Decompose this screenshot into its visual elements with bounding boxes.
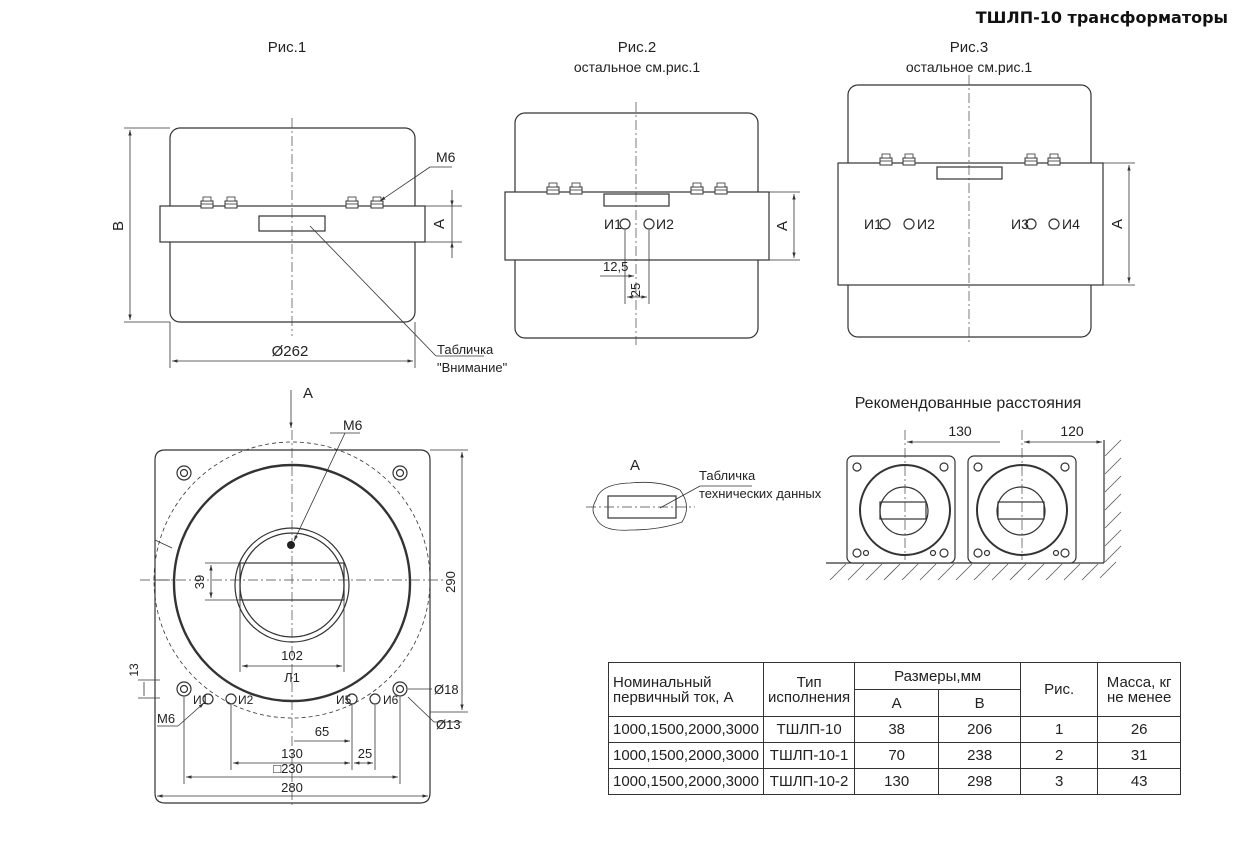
table-row: 1000,1500,2000,3000 ТШЛП-10-1 70 238 2 3… [608, 742, 1182, 769]
plan-dim-290: 290 [443, 571, 458, 593]
view-a-plate-label-1: Табличка [699, 468, 756, 483]
plan-dia-18: Ø18 [434, 682, 459, 697]
table-row: 1000,1500,2000,3000 ТШЛП-10-2 130 298 3 … [608, 768, 1182, 795]
fig2-terminal-i1: И1 [604, 216, 622, 232]
fig1-dia-262: Ø262 [272, 343, 309, 360]
cell-fig: 3 [1020, 768, 1099, 795]
plan-m6-bottom-label: М6 [157, 711, 175, 726]
cell-type: ТШЛП-10-1 [762, 742, 856, 769]
cell-a: 70 [854, 742, 940, 769]
plan-terminal-i2: И2 [238, 693, 254, 707]
fig3-terminal-i1: И1 [864, 216, 882, 232]
fig1-band [159, 205, 426, 243]
fig1-dim-b: В [110, 221, 127, 231]
th-current: Номинальный первичный ток, А [608, 662, 764, 717]
plan-dim-230: □230 [273, 761, 303, 776]
fig2-dim-a: А [774, 221, 791, 231]
plan-dia-13: Ø13 [436, 717, 461, 732]
cell-fig: 1 [1020, 716, 1099, 743]
plan-dim-65: 65 [315, 724, 329, 739]
figure-3: Рис.3 остальное см.рис.1 И1 И2 И3 И4 А [837, 39, 1135, 345]
fig2-plate [603, 193, 670, 207]
cell-b: 238 [938, 742, 1022, 769]
plan-dim-130: 130 [281, 746, 303, 761]
th-b: В [938, 689, 1022, 717]
fig2-terminal-i2: И2 [656, 216, 674, 232]
cell-mass: 31 [1097, 742, 1182, 769]
th-sizes: Размеры,мм [854, 662, 1022, 690]
fig1-plate-label-1: Табличка [437, 342, 494, 357]
fig3-plate [936, 166, 1003, 180]
spec-table: Номинальный первичный ток, А Тип исполне… [608, 662, 1182, 795]
fig1-title: Рис.1 [268, 39, 306, 56]
plan-terminal-i6: И6 [383, 693, 399, 707]
plan-view: А М6 39 102 Л1 290 [127, 385, 468, 808]
figure-1: Рис.1 М6 В А Ø262 Табличка "Внимание" [110, 39, 508, 375]
fig1-dim-a: А [431, 219, 448, 229]
cell-fig: 2 [1020, 742, 1099, 769]
plan-dim-25: 25 [358, 746, 372, 761]
fig3-title: Рис.3 [950, 39, 988, 56]
figure-2: Рис.2 остальное см.рис.1 И1 И2 12,5 25 А [504, 39, 800, 345]
fig3-dim-a: А [1109, 219, 1126, 229]
cell-b: 206 [938, 716, 1022, 743]
cell-b: 298 [938, 768, 1022, 795]
fig2-dim-25: 25 [628, 283, 643, 297]
plan-dim-102: 102 [281, 648, 303, 663]
fig1-plate-label-2: "Внимание" [437, 360, 508, 375]
th-type: Тип исполнения [762, 662, 856, 717]
fig1-m6-label: М6 [436, 149, 456, 165]
cell-type: ТШЛП-10-2 [762, 768, 856, 795]
fig3-terminal-i2: И2 [917, 216, 935, 232]
page-title: ТШЛП-10 трансформаторы [975, 8, 1228, 27]
plan-dim-39: 39 [192, 575, 207, 589]
fig2-dim-12-5: 12,5 [603, 259, 628, 274]
fig2-band [504, 191, 770, 261]
fig3-terminal-i4: И4 [1062, 216, 1080, 232]
cell-a: 38 [854, 716, 940, 743]
table-row: 1000,1500,2000,3000 ТШЛП-10 38 206 1 26 [608, 716, 1182, 743]
rec-dim-130: 130 [948, 423, 972, 439]
view-a-label: А [630, 457, 640, 474]
plan-dim-280: 280 [281, 780, 303, 795]
view-a-detail: А Табличка технических данных [586, 457, 822, 531]
fig2-subtitle: остальное см.рис.1 [574, 59, 700, 75]
plan-dim-l1: Л1 [284, 670, 300, 685]
cell-current: 1000,1500,2000,3000 [608, 742, 764, 769]
th-a: А [854, 689, 940, 717]
th-mass: Масса, кг не менее [1097, 662, 1182, 717]
recommended-distances: Рекомендованные расстояния [826, 395, 1122, 581]
cell-current: 1000,1500,2000,3000 [608, 716, 764, 743]
plan-dim-13: 13 [127, 663, 141, 677]
cell-type: ТШЛП-10 [762, 716, 856, 743]
cell-a: 130 [854, 768, 940, 795]
plan-terminal-i1: И1 [193, 693, 209, 707]
cell-mass: 26 [1097, 716, 1182, 743]
rec-dim-120: 120 [1060, 423, 1084, 439]
fig2-title: Рис.2 [618, 39, 656, 56]
recommended-title: Рекомендованные расстояния [855, 395, 1082, 412]
cell-current: 1000,1500,2000,3000 [608, 768, 764, 795]
plan-terminal-i5: И5 [336, 693, 352, 707]
plan-m6-label: М6 [343, 417, 363, 433]
plan-view-label-a: А [303, 385, 313, 402]
cell-mass: 43 [1097, 768, 1182, 795]
fig3-terminal-i3: И3 [1011, 216, 1029, 232]
fig1-plate [258, 215, 326, 232]
fig3-subtitle: остальное см.рис.1 [906, 59, 1032, 75]
view-a-plate-label-2: технических данных [699, 486, 822, 501]
th-fig: Рис. [1020, 662, 1099, 717]
